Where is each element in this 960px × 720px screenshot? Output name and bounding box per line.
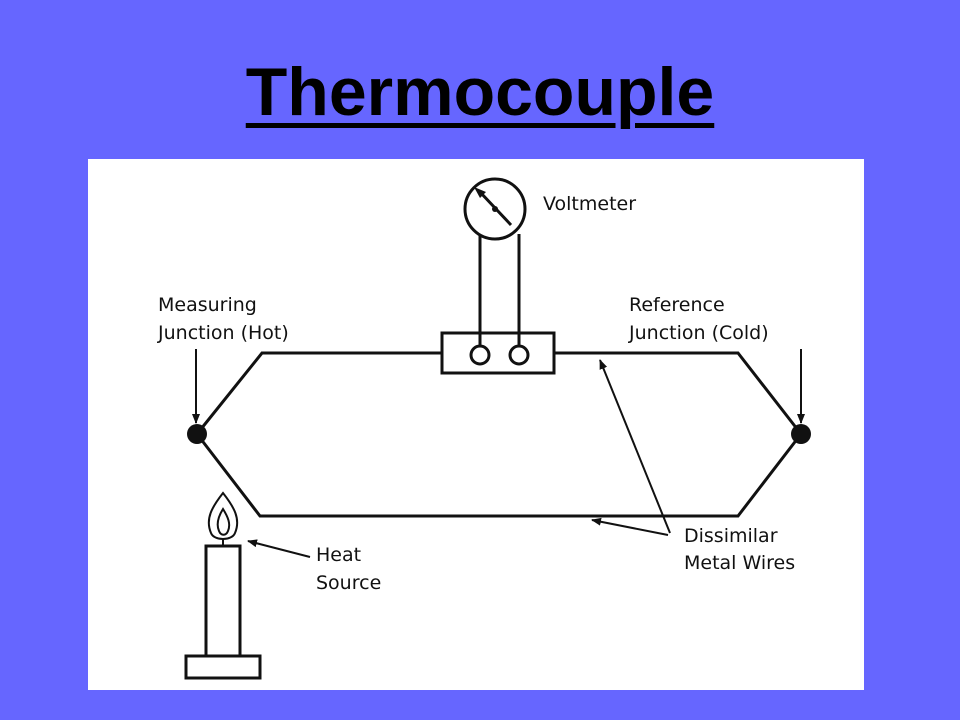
thermocouple-diagram: Voltmeter Measuring Junction (Hot) Refer… (88, 159, 864, 690)
measuring-junction-label-line2: Junction (Hot) (157, 322, 289, 344)
terminal-right (508, 344, 530, 366)
reference-junction-dot (791, 424, 811, 444)
heat-source-label-line1: Heat (316, 544, 361, 566)
voltmeter-icon (463, 177, 527, 241)
heat-source-arrow (247, 539, 311, 558)
reference-junction-label-line1: Reference (629, 294, 725, 316)
terminal-left (469, 344, 491, 366)
measuring-junction-dot (187, 424, 207, 444)
wires-label-line2: Metal Wires (684, 552, 795, 574)
heat-source-label-line2: Source (316, 572, 381, 594)
slide-title: Thermocouple (245, 54, 715, 130)
measuring-junction-label-line1: Measuring (158, 294, 257, 316)
wires-label-line1: Dissimilar (684, 525, 778, 547)
candle-icon (184, 491, 262, 680)
terminal-block (440, 331, 556, 375)
upper-wire (195, 351, 803, 435)
voltmeter-leads (478, 234, 521, 346)
wires-pointer-arrows (591, 359, 671, 536)
lower-wire (195, 433, 803, 518)
voltmeter-label: Voltmeter (543, 193, 636, 215)
reference-junction-label-line2: Junction (Cold) (628, 322, 769, 344)
